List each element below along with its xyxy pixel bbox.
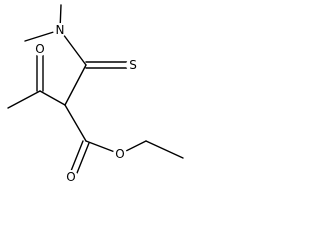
atom-o-ketone: O [35, 42, 44, 56]
atom-s: S [129, 58, 137, 72]
bond-cester-o-double-b [76, 142, 90, 174]
atom-o-ester-carbonyl: O [66, 170, 75, 184]
bond-ch-cester [64, 104, 87, 142]
bond-ch-cacetyl [39, 90, 66, 106]
bond-cester-o-double-a [70, 140, 84, 172]
atom-labels: N S O O O [33, 23, 140, 184]
bonds [7, 4, 184, 174]
chemical-structure: N S O O O [7, 4, 184, 184]
bond-cacetyl-methyl [7, 90, 41, 109]
bond-ch2-ch3 [145, 140, 184, 159]
atom-o-ester-ether: O [115, 147, 124, 161]
bond-cthio-ch [64, 64, 87, 106]
atom-n: N [56, 23, 65, 37]
bond-n-c-thioamide [59, 29, 87, 66]
